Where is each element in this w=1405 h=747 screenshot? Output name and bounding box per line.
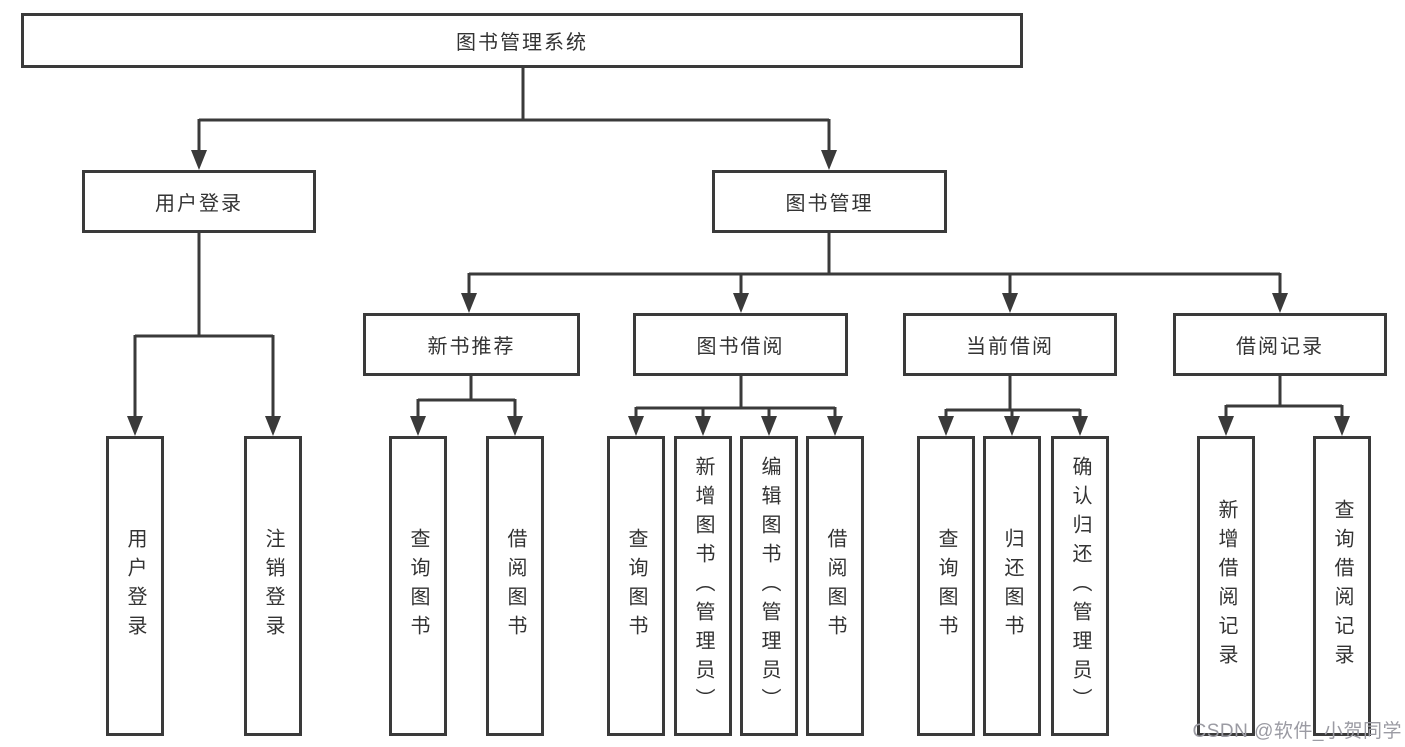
leaf-edit-books-admin: 编辑图书（管理员） [740, 436, 798, 736]
leaf-query-books-recommend: 查询图书 [389, 436, 447, 736]
arrowheads [127, 150, 1350, 436]
leaf-return-books: 归还图书 [983, 436, 1041, 736]
node-book-borrow: 图书借阅 [633, 313, 848, 376]
node-borrow-records: 借阅记录 [1173, 313, 1387, 376]
node-root: 图书管理系统 [21, 13, 1023, 68]
leaf-confirm-return-admin: 确认归还（管理员） [1051, 436, 1109, 736]
leaf-add-books-admin: 新增图书（管理员） [674, 436, 732, 736]
leaf-user-login: 用户登录 [106, 436, 164, 736]
leaf-query-books-current: 查询图书 [917, 436, 975, 736]
leaf-borrow-books-recommend: 借阅图书 [486, 436, 544, 736]
node-user-login-group: 用户登录 [82, 170, 316, 233]
leaf-add-borrow-record: 新增借阅记录 [1197, 436, 1255, 736]
leaf-borrow-books: 借阅图书 [806, 436, 864, 736]
node-current-borrow: 当前借阅 [903, 313, 1117, 376]
node-book-management: 图书管理 [712, 170, 947, 233]
csdn-watermark: CSDN @软件_小贺同学 [1192, 721, 1402, 742]
leaf-query-books-borrow: 查询图书 [607, 436, 665, 736]
leaf-logout: 注销登录 [244, 436, 302, 736]
leaf-query-borrow-record: 查询借阅记录 [1313, 436, 1371, 736]
node-new-book-recommend: 新书推荐 [363, 313, 580, 376]
